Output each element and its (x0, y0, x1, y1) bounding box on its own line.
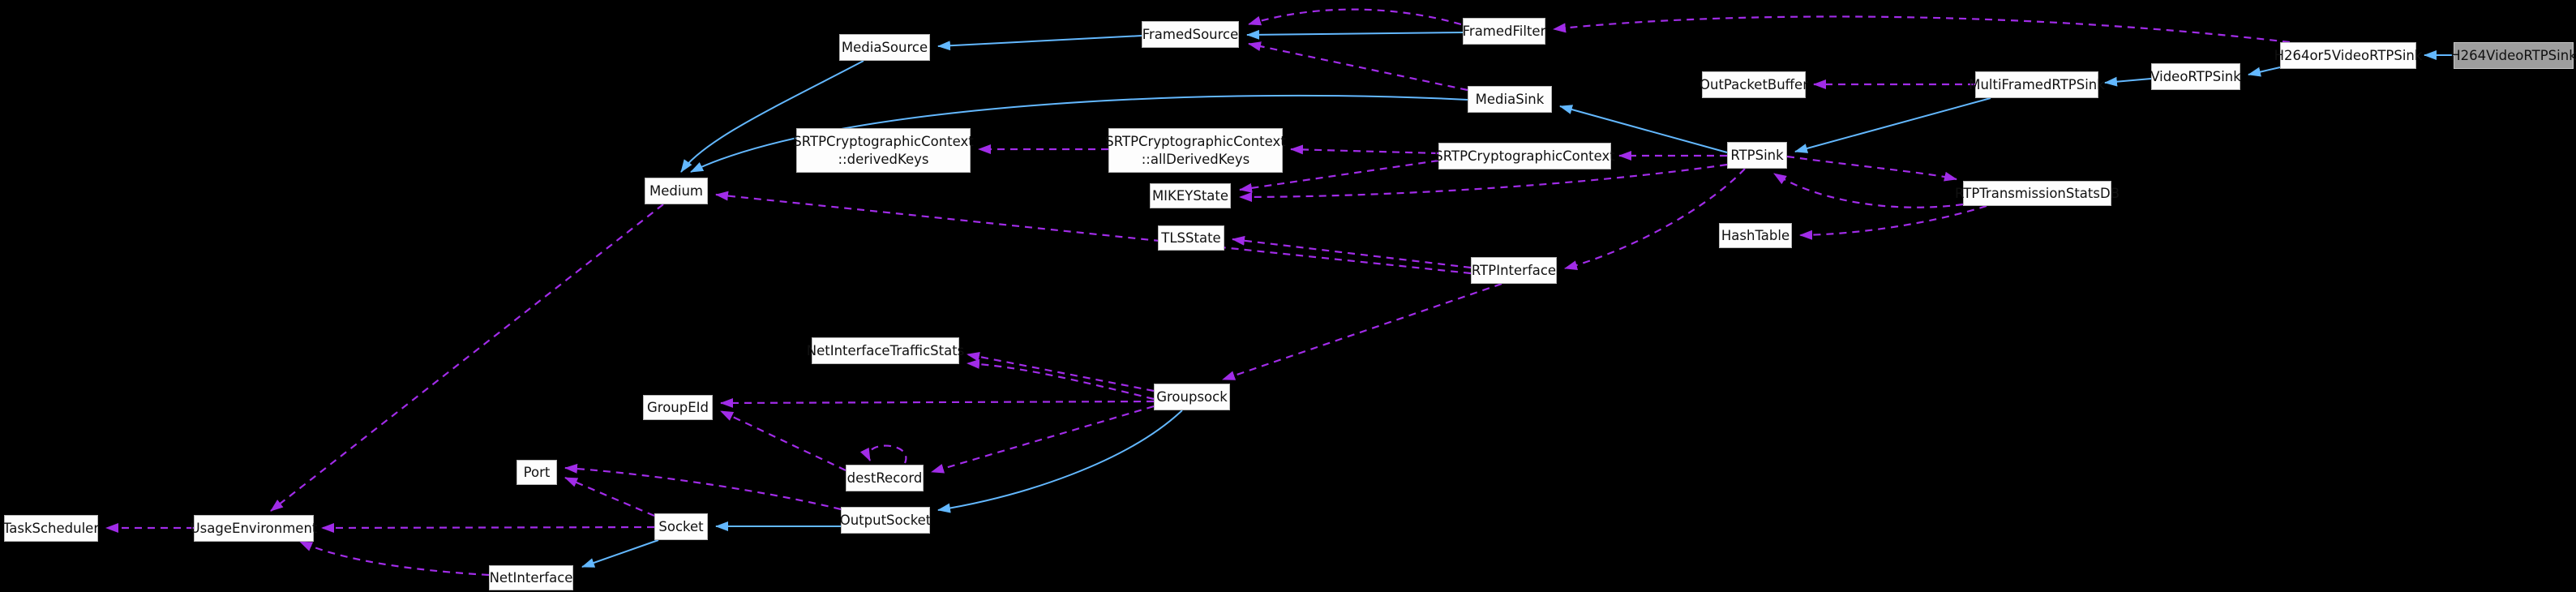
edge-FramedSource-to-MediaSource (937, 35, 1142, 51)
node-label: SRTPCryptographicContext (793, 134, 974, 150)
node-MIKEYState[interactable]: MIKEYState (1150, 183, 1231, 208)
node-Port[interactable]: Port (516, 460, 557, 485)
edge-RTPTransmissionStatsDB-to-HashTable (1799, 204, 1987, 240)
edge-H264or5VideoRTPSink-to-VideoRTPSink (2248, 66, 2281, 77)
node-label: Socket (658, 518, 704, 534)
edge-destRecord-to-GroupEId (720, 410, 847, 471)
node-label: RTPSink (1730, 147, 1784, 163)
node-label: GroupEId (647, 399, 709, 415)
edge-FramedFilter-to-FramedSource (1246, 29, 1464, 40)
node-label: FramedSource (1142, 26, 1239, 42)
edge-RTPSink-to-RTPTransmissionStatsDB (1786, 155, 1957, 182)
node-label: Port (523, 464, 551, 480)
node-H264VideoRTPSink: H264VideoRTPSink (2450, 42, 2576, 69)
edge-Socket-to-Port (564, 476, 655, 517)
node-label: Medium (649, 182, 703, 199)
node-VideoRTPSink[interactable]: VideoRTPSink (2150, 63, 2241, 90)
node-GroupEId[interactable]: GroupEId (643, 395, 713, 420)
edge-MediaSink-to-Medium (690, 94, 1468, 173)
node-label: UsageEnvironment (190, 520, 318, 536)
node-label: destRecord (847, 470, 923, 486)
node-FramedFilter[interactable]: FramedFilter (1463, 18, 1545, 45)
node-UsageEnvironment[interactable]: UsageEnvironment (191, 515, 317, 542)
edge-Groupsock-to-destRecord (931, 405, 1155, 474)
edge-SRTPCryptographicContext-to-SRTPCryptographicContext_allDerivedKeys (1290, 144, 1439, 155)
node-label: VideoRTPSink (2150, 68, 2241, 84)
edge-Groupsock-to-OutputSocket (937, 410, 1183, 513)
edge-Groupsock-to-NetInterfaceTrafficStats (967, 358, 1155, 401)
node-label: SRTPCryptographicContext (1434, 148, 1615, 164)
node-OutPacketBuffer[interactable]: OutPacketBuffer (1699, 71, 1808, 98)
node-label: H264VideoRTPSink (2450, 47, 2576, 63)
node-label: OutPacketBuffer (1699, 76, 1808, 92)
edge-destRecord-to-destRecord (859, 444, 907, 464)
node-Groupsock[interactable]: Groupsock (1154, 384, 1230, 410)
node-NetInterface[interactable]: NetInterface (489, 565, 573, 590)
node-label: OutputSocket (839, 512, 932, 528)
edge-NetInterface-to-UsageEnvironment (299, 540, 490, 577)
node-label: MIKEYState (1151, 187, 1229, 204)
node-MediaSink[interactable]: MediaSink (1468, 86, 1552, 113)
edge-RTPInterface-to-Groupsock (1222, 282, 1502, 381)
node-Medium[interactable]: Medium (645, 178, 708, 204)
edge-RTPTransmissionStatsDB-to-RTPSink (1773, 173, 1964, 208)
edge-Groupsock-to-GroupEId (720, 397, 1155, 408)
node-label: NetInterfaceTrafficStats (806, 342, 965, 358)
edge-H264or5VideoRTPSink-to-FramedFilter (1553, 15, 2291, 44)
edge-RTPSink-to-RTPInterface (1564, 168, 1746, 270)
node-HashTable[interactable]: HashTable (1719, 223, 1792, 248)
edge-RTPInterface-to-TLSState (1232, 235, 1472, 269)
node-label: MediaSink (1475, 91, 1545, 107)
node-SRTPCryptographicContext_allDerivedKeys[interactable]: SRTPCryptographicContext::allDerivedKeys (1105, 128, 1286, 173)
node-label: HashTable (1721, 227, 1790, 243)
node-label: ::allDerivedKeys (1141, 151, 1250, 167)
edge-OutputSocket-to-Port (564, 463, 842, 511)
node-label: MultiFramedRTPSink (1969, 76, 2105, 92)
node-label: Groupsock (1156, 388, 1228, 405)
node-FramedSource[interactable]: FramedSource (1142, 21, 1239, 48)
node-label: FramedFilter (1462, 23, 1546, 39)
node-SRTPCryptographicContext[interactable]: SRTPCryptographicContext (1434, 143, 1615, 169)
edge-Medium-to-UsageEnvironment (270, 204, 664, 512)
node-OutputSocket[interactable]: OutputSocket (839, 507, 932, 534)
edge-Socket-to-NetInterface (581, 539, 659, 568)
node-Socket[interactable]: Socket (654, 513, 708, 540)
node-label: ::derivedKeys (838, 151, 929, 167)
edge-RTPSink-to-MIKEYState (1239, 163, 1728, 202)
node-label: NetInterface (489, 569, 573, 586)
edge-VideoRTPSink-to-MultiFramedRTPSink (2104, 76, 2152, 87)
node-RTPTransmissionStatsDB[interactable]: RTPTransmissionStatsDB (1955, 181, 2120, 206)
node-SRTPCryptographicContext_derivedKeys[interactable]: SRTPCryptographicContext::derivedKeys (793, 128, 974, 173)
node-label: RTPInterface (1471, 262, 1557, 278)
node-MediaSource[interactable]: MediaSource (839, 34, 930, 61)
node-TaskScheduler[interactable]: TaskScheduler (2, 515, 100, 542)
node-label: MediaSource (841, 39, 928, 55)
edge-RTPInterface-to-Medium (715, 191, 1472, 275)
node-label: SRTPCryptographicContext (1105, 134, 1286, 150)
node-NetInterfaceTrafficStats[interactable]: NetInterfaceTrafficStats (807, 337, 964, 364)
edge-Groupsock-to-NetInterfaceTrafficStats (967, 351, 1155, 393)
node-label: H264or5VideoRTPSink (2274, 47, 2423, 63)
node-MultiFramedRTPSink[interactable]: MultiFramedRTPSink (1969, 71, 2105, 98)
edge-Socket-to-UsageEnvironment (321, 522, 655, 533)
node-RTPInterface[interactable]: RTPInterface (1471, 257, 1557, 284)
node-H264or5VideoRTPSink[interactable]: H264or5VideoRTPSink (2274, 42, 2422, 69)
edge-RTPSink-to-MediaSink (1559, 105, 1728, 153)
edge-FramedFilter-to-FramedSource (1248, 8, 1462, 26)
edge-MultiFramedRTPSink-to-RTPSink (1794, 97, 1991, 153)
node-label: RTPTransmissionStatsDB (1954, 185, 2120, 201)
node-RTPSink[interactable]: RTPSink (1727, 142, 1787, 169)
node-TLSState[interactable]: TLSState (1158, 225, 1224, 251)
edge-MediaSink-to-FramedSource (1248, 41, 1468, 92)
node-destRecord[interactable]: destRecord (846, 465, 924, 491)
node-label: TLSState (1161, 230, 1221, 246)
node-label: TaskScheduler (2, 520, 100, 536)
edge-MediaSource-to-Medium (680, 60, 864, 173)
